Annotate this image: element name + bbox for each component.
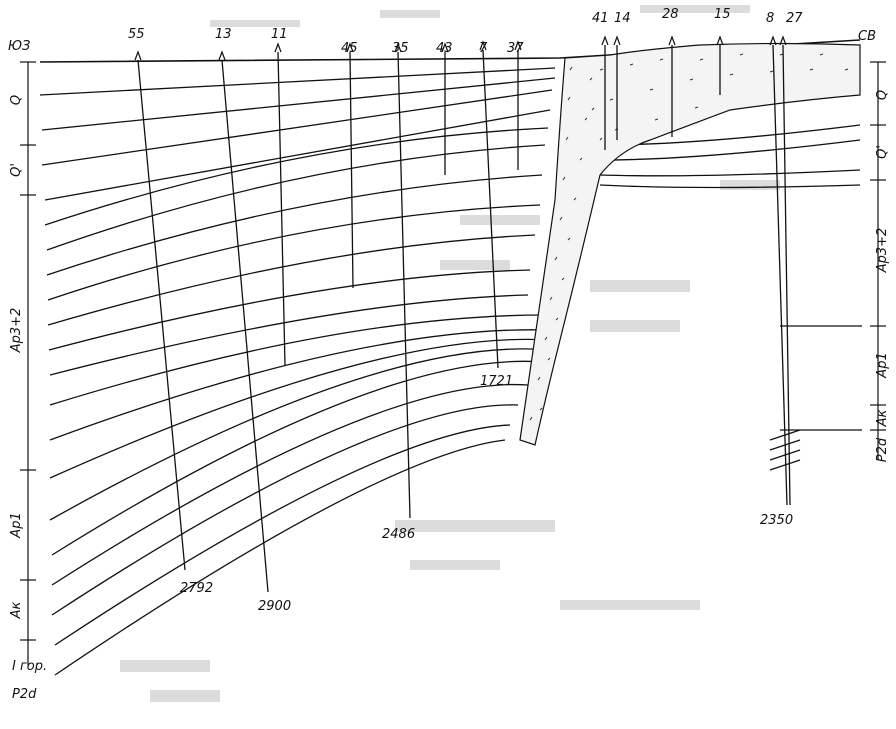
well-55-depth: 2792	[180, 581, 213, 596]
well-13-depth: 2900	[258, 599, 291, 614]
well-11-trace	[277, 51, 286, 366]
left-stratigraphic-column	[20, 61, 36, 665]
well-28-head-icon	[668, 35, 676, 46]
layer-line	[44, 127, 549, 226]
well-27-depth: 2350	[760, 513, 793, 528]
well-55-trace	[137, 59, 186, 571]
well-45-head-icon	[346, 42, 354, 53]
well-11-head-icon	[274, 42, 282, 53]
left-unit-label: I гор.	[12, 659, 47, 674]
well-35-depth: 2486	[382, 527, 415, 542]
side-label-left: ЮЗ	[8, 39, 30, 54]
well-41-head-icon	[601, 35, 609, 46]
layer-line	[54, 424, 511, 646]
layer-line	[51, 360, 543, 556]
well-13-trace	[221, 59, 269, 593]
layer-line	[54, 439, 506, 676]
well-11-label: 11	[271, 27, 288, 42]
left-unit-label: Ap3+2	[9, 308, 24, 354]
labels: 55 2792 13 2900 11 45 35 2486 43 7 1721 37 41 14 28 15 8…	[9, 7, 890, 702]
side-label-right: СВ	[858, 29, 876, 44]
right-unit-label: Q	[875, 90, 890, 100]
well-55-head-icon	[134, 50, 142, 61]
layer-line	[599, 184, 861, 189]
well-28-label: 28	[662, 7, 679, 22]
layer-line	[51, 383, 529, 586]
diapir-stipple	[529, 53, 849, 421]
well-15-label: 15	[714, 7, 731, 22]
layer-line	[39, 67, 556, 96]
well-13-label: 13	[215, 27, 232, 42]
layer-boundaries	[39, 67, 556, 676]
right-unit-label: Ap1	[875, 352, 890, 378]
layer-line	[51, 404, 519, 616]
layer-line	[599, 139, 861, 161]
right-unit-label: Ap3+2	[875, 228, 890, 274]
well-15-head-icon	[716, 35, 724, 46]
well-45-label: 45	[341, 41, 358, 56]
layer-line	[44, 109, 551, 201]
well-8-trace	[772, 44, 788, 506]
layer-line	[47, 204, 541, 301]
left-unit-label: Aк	[9, 601, 24, 619]
right-unit-label: Aк	[875, 409, 890, 427]
well-13-head-icon	[218, 50, 226, 61]
left-unit-label: Q	[9, 95, 24, 105]
well-27-trace	[782, 44, 791, 506]
left-unit-label: Ap1	[9, 512, 24, 538]
page-bleed-texture	[120, 5, 780, 702]
well-45-trace	[349, 51, 354, 289]
well-8-head-icon	[769, 35, 777, 46]
diapir-shape	[519, 42, 861, 446]
layer-line	[48, 269, 531, 351]
well-27-head-icon	[779, 35, 787, 46]
well-8-label: 8	[766, 11, 774, 26]
well-27-label: 27	[786, 11, 803, 26]
layer-line	[46, 144, 546, 251]
layer-line	[49, 338, 549, 479]
well-7-trace	[482, 49, 499, 369]
layer-line	[599, 169, 861, 177]
layer-line	[41, 77, 556, 131]
well-37-head-icon	[514, 40, 522, 51]
well-7-label: 7	[479, 41, 488, 56]
layer-line	[49, 329, 549, 441]
left-unit-label: P2d	[12, 687, 37, 702]
layer-line	[47, 234, 536, 326]
well-43-head-icon	[441, 42, 449, 53]
well-14-head-icon	[613, 35, 621, 46]
right-unit-label: P2d	[875, 437, 890, 462]
well-37-label: 37	[507, 41, 524, 56]
layer-line	[46, 174, 543, 276]
right-stratigraphic-column	[870, 61, 886, 460]
right-layer-boundaries	[599, 124, 862, 431]
well-7-head-icon	[479, 40, 487, 51]
well-41-label: 41	[592, 11, 609, 26]
well-43-label: 43	[436, 41, 453, 56]
well-35-head-icon	[394, 42, 402, 53]
well-35-trace	[397, 51, 411, 519]
diapir-body	[519, 42, 861, 446]
left-unit-label: Q'	[9, 163, 24, 177]
well-55-label: 55	[128, 27, 145, 42]
right-unit-label: Q'	[875, 145, 890, 159]
layer-line	[41, 89, 553, 166]
well-14-label: 14	[614, 11, 631, 26]
layer-line	[49, 294, 529, 376]
wells	[134, 35, 791, 593]
layer-line	[49, 348, 551, 521]
well-35-label: 35	[392, 41, 409, 56]
well-7-depth: 1721	[480, 374, 513, 389]
layer-line	[49, 314, 546, 406]
